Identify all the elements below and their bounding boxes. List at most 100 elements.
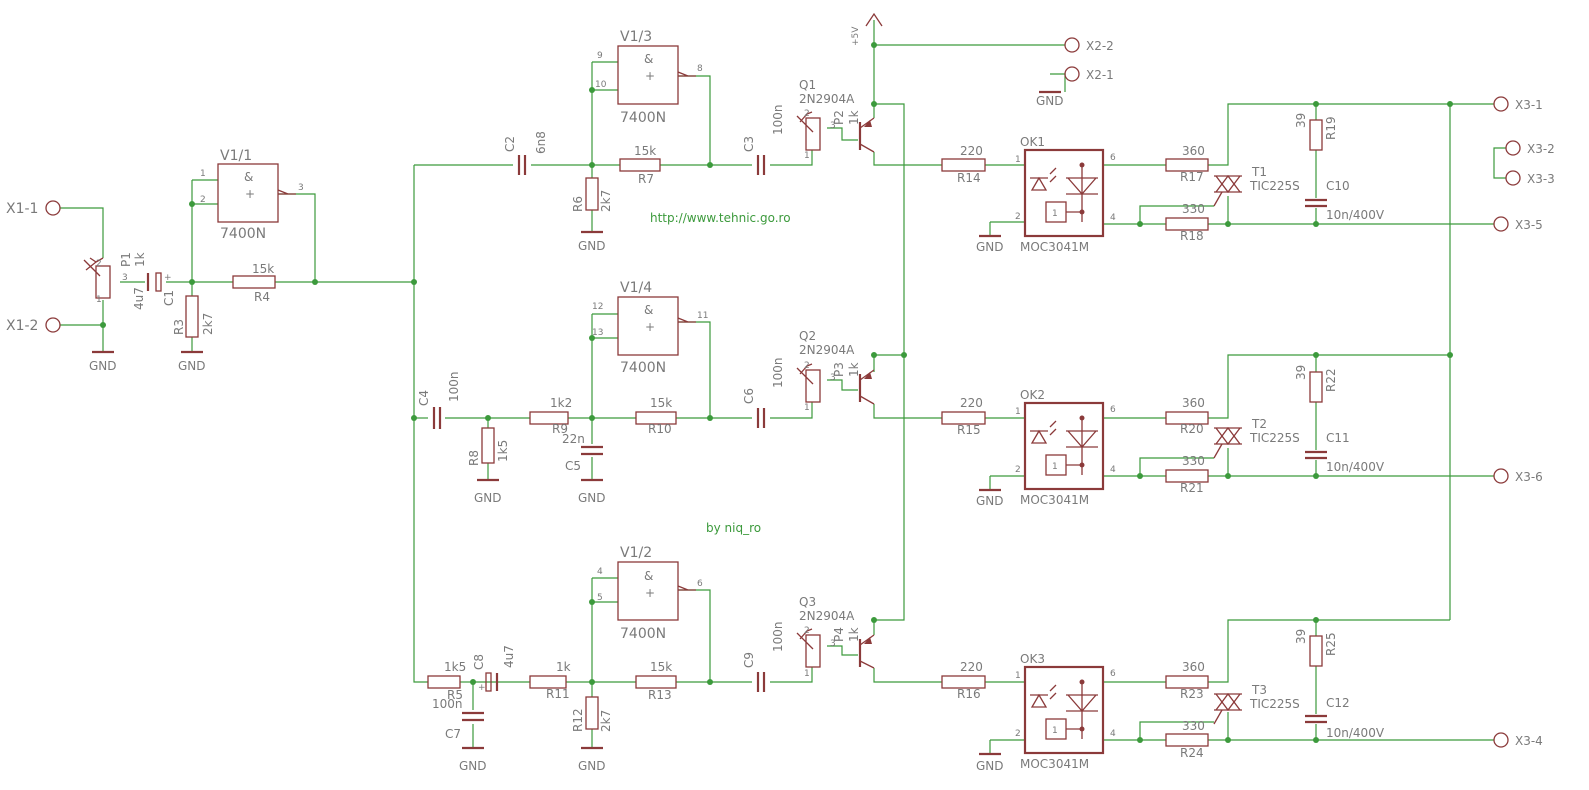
optocoupler-ok3: 1 OK3 MOC3041M 1 2 6 4 (1015, 652, 1116, 771)
svg-text:P2: P2 (832, 110, 846, 125)
svg-text:22n: 22n (562, 432, 585, 446)
svg-text:MOC3041M: MOC3041M (1020, 493, 1089, 507)
svg-text:R9: R9 (552, 422, 568, 436)
resistor-r10: 15k R10 (635, 396, 677, 436)
connector-label: X3-3 (1527, 172, 1555, 186)
resistor-r9: 1k2 R9 (529, 396, 572, 436)
connector-x1-2[interactable]: X1-2 (6, 317, 61, 334)
svg-text:1k: 1k (556, 660, 571, 674)
svg-text:GND: GND (89, 359, 117, 373)
svg-text:GND: GND (578, 239, 606, 253)
resistor-r17: 360 R17 (1165, 144, 1209, 184)
svg-text:39: 39 (1294, 629, 1308, 644)
svg-text:1k: 1k (847, 362, 861, 377)
svg-text:C3: C3 (742, 136, 756, 152)
svg-text:TIC225S: TIC225S (1249, 179, 1300, 193)
svg-text:1k: 1k (847, 627, 861, 642)
svg-text:V1/4: V1/4 (620, 280, 652, 296)
svg-text:R8: R8 (467, 450, 481, 466)
svg-text:2: 2 (1015, 212, 1021, 222)
svg-text:6: 6 (1110, 153, 1116, 163)
svg-text:1k: 1k (133, 252, 147, 267)
svg-text:9: 9 (597, 51, 603, 61)
svg-text:4: 4 (1110, 729, 1116, 739)
svg-text:100n: 100n (771, 357, 785, 388)
connector-x3-5[interactable]: X3-5 (1493, 216, 1543, 232)
svg-text:C1: C1 (162, 290, 176, 306)
optocoupler-ok2: 1 OK2 MOC3041M 1 2 6 4 (1015, 388, 1116, 507)
svg-text:2: 2 (96, 259, 102, 269)
svg-text:T3: T3 (1251, 683, 1267, 697)
svg-text:Q2: Q2 (799, 329, 816, 343)
svg-text:1: 1 (1052, 209, 1058, 219)
resistor-r14: 220 R14 (941, 144, 986, 185)
svg-text:C8: C8 (472, 654, 486, 670)
potentiometer-p3: 2 3 1 P3 1k (796, 361, 861, 413)
svg-text:C12: C12 (1326, 696, 1350, 710)
connector-label: X2-2 (1086, 39, 1114, 53)
svg-text:4: 4 (1110, 465, 1116, 475)
svg-text:TIC225S: TIC225S (1249, 431, 1300, 445)
svg-text:OK1: OK1 (1020, 135, 1045, 149)
svg-text:&: & (244, 170, 253, 184)
capacitor-c4: C4 100n (417, 371, 461, 429)
svg-text:GND: GND (578, 759, 606, 773)
svg-text:13: 13 (592, 328, 603, 338)
svg-text:T1: T1 (1251, 165, 1267, 179)
transistor-q3: Q3 2N2904A (799, 595, 875, 669)
connector-label: X3-2 (1527, 142, 1555, 156)
svg-text:2N2904A: 2N2904A (799, 92, 855, 106)
resistor-r13: 15k R13 (635, 660, 677, 702)
connector-x2-2[interactable]: X2-2 (1064, 37, 1114, 53)
svg-text:6: 6 (1110, 405, 1116, 415)
connector-x3-3[interactable]: X3-3 (1505, 170, 1555, 186)
resistor-r5: 1k5 R5 (427, 660, 466, 702)
resistor-r3: R3 2k7 (172, 295, 215, 338)
connector-label: X2-1 (1086, 68, 1114, 82)
junctions (100, 42, 1453, 743)
svg-text:2: 2 (804, 361, 810, 371)
svg-text:R5: R5 (447, 688, 463, 702)
resistor-r6: R6 2k7 (571, 177, 613, 212)
svg-text:330: 330 (1182, 719, 1205, 733)
resistor-r18: 330 R18 (1165, 202, 1209, 243)
svg-text:2N2904A: 2N2904A (799, 343, 855, 357)
svg-text:100n: 100n (771, 104, 785, 135)
svg-text:C10: C10 (1326, 179, 1350, 193)
svg-text:2: 2 (1015, 729, 1021, 739)
svg-text:3: 3 (830, 639, 836, 649)
svg-text:R7: R7 (638, 172, 654, 186)
capacitor-c12: C12 10n/400V (1305, 696, 1385, 740)
svg-text:C9: C9 (742, 652, 756, 668)
capacitor-c2: C2 6n8 (503, 131, 548, 175)
connector-x3-2[interactable]: X3-2 (1505, 140, 1555, 156)
resistor-r16: 220 R16 (941, 660, 986, 701)
connector-x3-6[interactable]: X3-6 (1493, 468, 1543, 484)
gate-v1-4: & + V1/4 7400N 12 13 11 (592, 280, 708, 376)
svg-text:GND: GND (976, 494, 1004, 508)
svg-text:+: + (645, 586, 655, 600)
potentiometer-p2: 2 3 1 P2 1k (796, 109, 861, 161)
svg-text:39: 39 (1294, 113, 1308, 128)
svg-text:R11: R11 (546, 687, 570, 701)
svg-text:1: 1 (200, 169, 206, 179)
svg-text:MOC3041M: MOC3041M (1020, 240, 1089, 254)
connector-x3-1[interactable]: X3-1 (1493, 96, 1543, 112)
svg-text:3: 3 (830, 121, 836, 131)
svg-text:39: 39 (1294, 365, 1308, 380)
connector-x3-4[interactable]: X3-4 (1493, 732, 1543, 748)
svg-text:7400N: 7400N (620, 626, 666, 642)
svg-text:Q1: Q1 (799, 78, 816, 92)
svg-text:R12: R12 (571, 708, 585, 732)
potentiometer-p4: 2 3 1 P4 1k (796, 626, 861, 679)
svg-text:R15: R15 (957, 423, 981, 437)
svg-text:6: 6 (1110, 669, 1116, 679)
svg-text:10n/400V: 10n/400V (1326, 208, 1385, 222)
svg-text:15k: 15k (634, 144, 656, 158)
connector-x1-1[interactable]: X1-1 (6, 200, 61, 217)
connector-x2-1[interactable]: X2-1 (1064, 66, 1114, 82)
svg-text:GND: GND (976, 759, 1004, 773)
svg-text:1k: 1k (847, 110, 861, 125)
svg-text:10n/400V: 10n/400V (1326, 726, 1385, 740)
